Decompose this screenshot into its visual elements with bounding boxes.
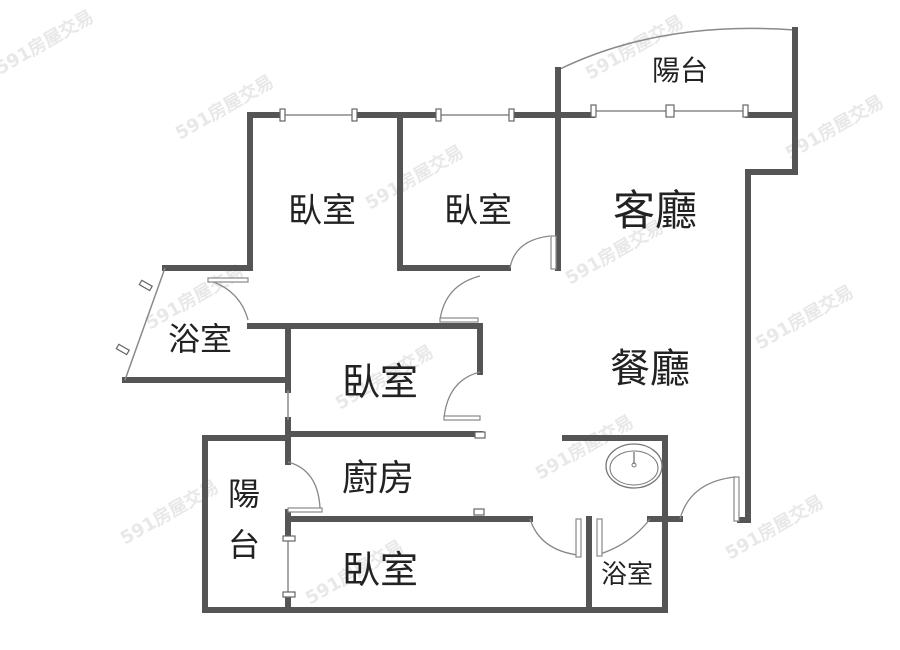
room-labels: 陽台 臥室 臥室 客廳 浴室 臥室 餐廳 廚房 陽 台 臥室 浴室 [168,54,708,592]
dining-room-label: 餐廳 [610,346,690,392]
windows [115,104,749,598]
bedroom-2-label: 臥室 [444,191,512,231]
watermark: 591房屋交易 [0,5,97,79]
bedroom-3-label: 臥室 [342,360,418,404]
kitchen-label: 廚房 [342,458,414,499]
balcony-top-label: 陽台 [652,54,708,87]
living-room-label: 客廳 [613,186,697,235]
walls [122,112,798,613]
bedroom-4-label: 臥室 [342,548,418,592]
bedroom-1-label: 臥室 [288,191,356,231]
balcony-left-label-2: 台 [228,526,260,564]
watermark: 591房屋交易 [172,70,278,144]
sink-icon [605,443,663,489]
bathroom-right-label: 浴室 [601,560,653,590]
doors [207,235,740,558]
balcony-top-outline [555,27,798,271]
bathroom-left-label: 浴室 [168,320,232,358]
watermark: 591房屋交易 [752,280,858,354]
balcony-left-label-1: 陽 [228,475,260,513]
